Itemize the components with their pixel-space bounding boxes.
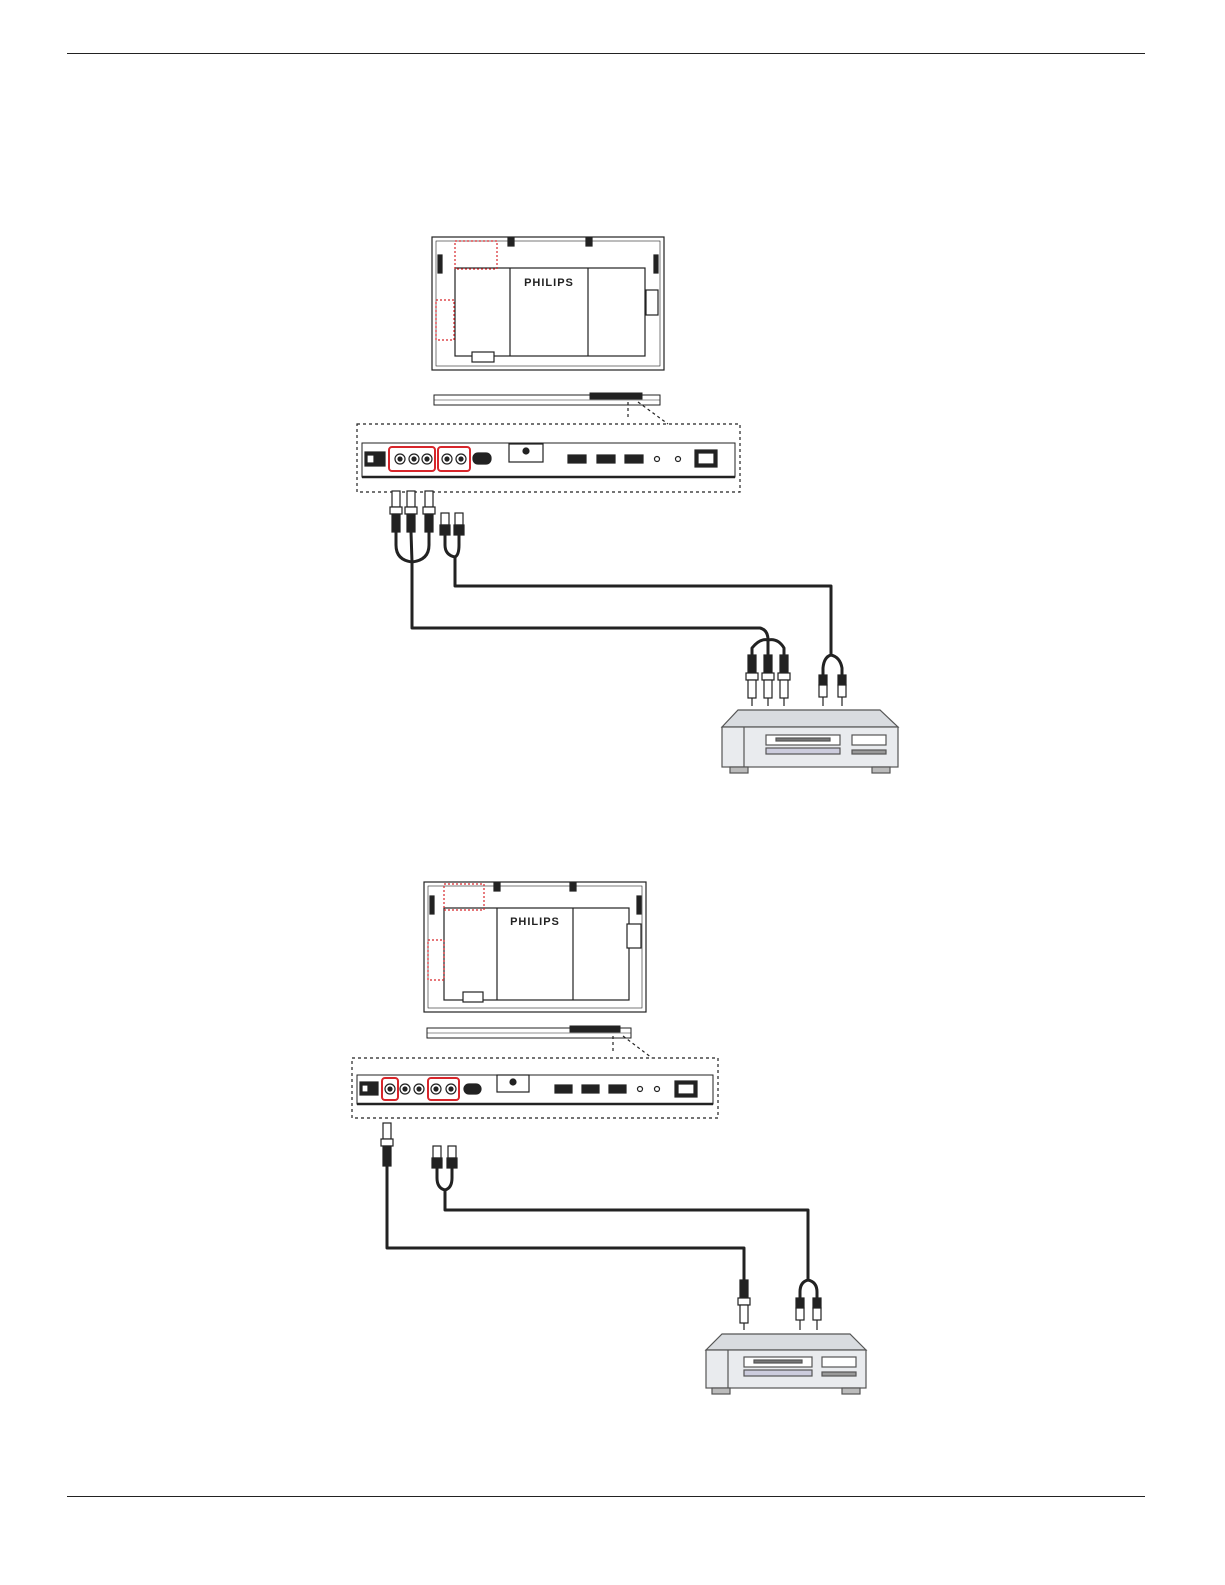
component-video-diagram: PHILIPS: [0, 0, 1225, 800]
dvd-player-device: [706, 1334, 866, 1394]
display-brand-logo: PHILIPS: [510, 916, 560, 928]
io-panel-callout: [357, 424, 740, 492]
footer-rule: [67, 1496, 1145, 1497]
display-side-plugs: [390, 491, 464, 535]
composite-video-diagram: PHILIPS: [0, 800, 1225, 1400]
display-bottom-edge: [427, 1026, 631, 1038]
zoom-callout-lines: [613, 1036, 652, 1058]
display-bottom-edge: [434, 393, 660, 405]
device-side-plugs: [746, 655, 846, 706]
io-panel-callout: [352, 1058, 718, 1118]
display-brand-logo: PHILIPS: [524, 277, 574, 289]
display-side-plugs: [381, 1123, 457, 1168]
display-rear-view: [424, 882, 646, 1012]
cables: [387, 1166, 817, 1298]
dvd-player-device: [722, 710, 898, 773]
cables: [396, 532, 842, 675]
display-rear-view: [432, 237, 664, 370]
device-side-plugs: [738, 1280, 821, 1330]
